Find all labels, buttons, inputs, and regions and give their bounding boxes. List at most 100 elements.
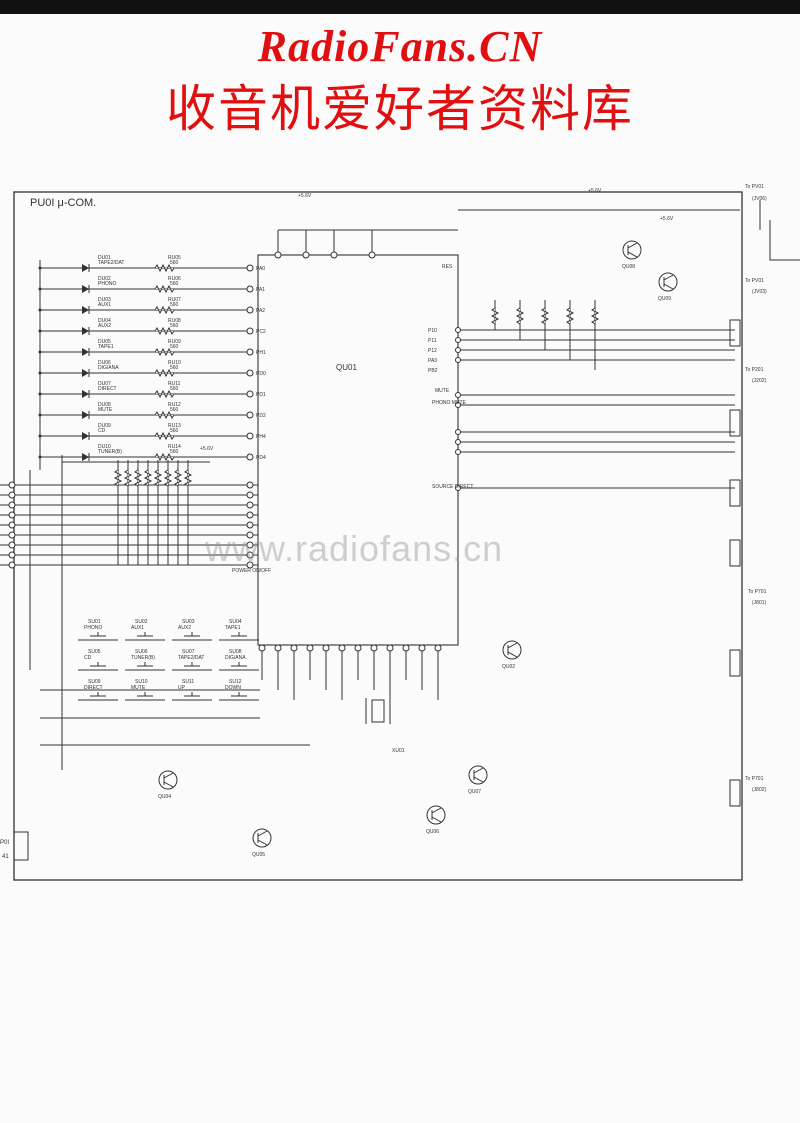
led-label: AUX2 bbox=[98, 323, 111, 329]
direct-label: SOURCE DIRECT bbox=[432, 484, 473, 490]
pin-circle bbox=[246, 327, 254, 335]
pin-circle bbox=[302, 251, 310, 259]
transistor-ref: QU07 bbox=[468, 789, 481, 795]
led-rows: DU01TAPE2/DATRU05560DU02PHONORU06560DU03… bbox=[38, 255, 254, 462]
svg-text:(J202): (J202) bbox=[752, 378, 767, 384]
supply-label-3: +5.6V bbox=[660, 216, 674, 222]
resistor-icon bbox=[590, 307, 600, 325]
svg-text:To P701: To P701 bbox=[748, 589, 767, 595]
pin-circle bbox=[354, 644, 362, 652]
switch-ref: SU09 bbox=[88, 679, 101, 685]
transistor-emitter bbox=[627, 251, 638, 258]
pin-circle bbox=[418, 644, 426, 652]
svg-text:To PV01: To PV01 bbox=[745, 278, 764, 284]
transistor-icon bbox=[502, 640, 522, 660]
connector-block bbox=[729, 319, 741, 347]
resistor-icon bbox=[154, 326, 175, 336]
crystal-label: XU01 bbox=[392, 748, 405, 754]
res-val: 560 bbox=[170, 302, 179, 308]
switch-label: DIRECT bbox=[84, 685, 103, 691]
pin-circle bbox=[455, 347, 461, 353]
pin-circle bbox=[455, 485, 461, 491]
res-val: 560 bbox=[170, 323, 179, 329]
res-val: 560 bbox=[170, 449, 179, 455]
svg-text:(JV03): (JV03) bbox=[752, 289, 767, 295]
resistor-icon bbox=[153, 469, 163, 487]
resistor-icon bbox=[154, 284, 175, 294]
pin-label: PD0 bbox=[256, 371, 266, 377]
pin-label: PA1 bbox=[256, 287, 265, 293]
transistor-icon bbox=[426, 805, 446, 825]
junction-dot bbox=[38, 329, 42, 333]
connector-j202: To P201 (J202) bbox=[745, 367, 767, 384]
led-ref: DU08 bbox=[98, 402, 111, 408]
switch-ref: SU05 bbox=[88, 649, 101, 655]
res-ref: RU12 bbox=[168, 402, 181, 408]
pin-circle bbox=[246, 390, 254, 398]
pin-circle bbox=[246, 306, 254, 314]
led-diode-icon bbox=[82, 327, 89, 335]
svg-text:41: 41 bbox=[2, 854, 9, 860]
pin-circle bbox=[306, 644, 314, 652]
pin-circle bbox=[455, 439, 461, 445]
switch-label: DOWN bbox=[225, 685, 241, 691]
switch-ref: SU07 bbox=[182, 649, 195, 655]
connector-j802: To P701 (J802) bbox=[745, 776, 767, 793]
pin-circle bbox=[402, 644, 410, 652]
resistor-icon bbox=[515, 307, 525, 325]
switch-label: TUNER(B) bbox=[131, 655, 155, 661]
svg-text:(J801): (J801) bbox=[752, 600, 767, 606]
bus-terminal bbox=[8, 561, 16, 569]
pin-circle bbox=[274, 251, 282, 259]
pin-label: PH1 bbox=[256, 350, 266, 356]
pin-circle bbox=[455, 402, 461, 408]
svg-text:(J802): (J802) bbox=[752, 787, 767, 793]
switch-label: MUTE bbox=[131, 685, 146, 691]
junction-dot bbox=[38, 413, 42, 417]
junction-dot bbox=[38, 455, 42, 459]
pin-circle bbox=[246, 501, 254, 509]
switch-ref: SU12 bbox=[229, 679, 242, 685]
res-ref: RU13 bbox=[168, 423, 181, 429]
led-diode-icon bbox=[82, 390, 89, 398]
left-connector-p0i: P0I 41 bbox=[0, 831, 29, 861]
svg-text:To P201: To P201 bbox=[745, 367, 764, 373]
connector-block bbox=[729, 479, 741, 507]
led-ref: DU02 bbox=[98, 276, 111, 282]
schematic-diagram: DU01TAPE2/DATRU05560DU02PHONORU06560DU03… bbox=[0, 184, 800, 881]
switch-ref: SU11 bbox=[182, 679, 194, 685]
junction-dot bbox=[38, 434, 42, 438]
transistor-collector bbox=[163, 772, 174, 779]
led-label: TAPE2/DAT bbox=[98, 260, 125, 266]
power-label: POWER ON/OFF bbox=[232, 568, 271, 574]
transistor-icon bbox=[468, 765, 488, 785]
led-diode-icon bbox=[82, 264, 89, 272]
pin-circle bbox=[258, 644, 266, 652]
led-label: DIG/ANA bbox=[98, 365, 119, 371]
pin-label: PA2 bbox=[256, 308, 265, 314]
led-label: TAPE1 bbox=[98, 344, 114, 350]
pin-circle bbox=[246, 481, 254, 489]
pin-circle bbox=[274, 644, 282, 652]
led-diode-icon bbox=[82, 285, 89, 293]
switch-ref: SU04 bbox=[229, 619, 242, 625]
svg-text:To PV01: To PV01 bbox=[745, 184, 764, 190]
bus-terminal bbox=[8, 501, 16, 509]
led-label: TUNER(B) bbox=[98, 449, 122, 455]
led-ref: DU04 bbox=[98, 318, 111, 324]
junction-dot bbox=[38, 266, 42, 270]
switch-label: AUX2 bbox=[178, 625, 191, 631]
bus-terminal bbox=[8, 521, 16, 529]
led-label: MUTE bbox=[98, 407, 113, 413]
reset-label: RES bbox=[442, 264, 453, 270]
transistor-icon bbox=[252, 828, 272, 848]
bus-terminal bbox=[8, 551, 16, 559]
transistor-collector bbox=[627, 242, 638, 249]
brand-header: RadioFans.CN 收音机爱好者资料库 bbox=[0, 22, 800, 140]
switch-label: UP bbox=[178, 685, 186, 691]
res-ref: RU05 bbox=[168, 255, 181, 261]
switch-label: AUX1 bbox=[131, 625, 144, 631]
pin-label: PD1 bbox=[256, 392, 266, 398]
transistor-ref: QU04 bbox=[158, 794, 171, 800]
